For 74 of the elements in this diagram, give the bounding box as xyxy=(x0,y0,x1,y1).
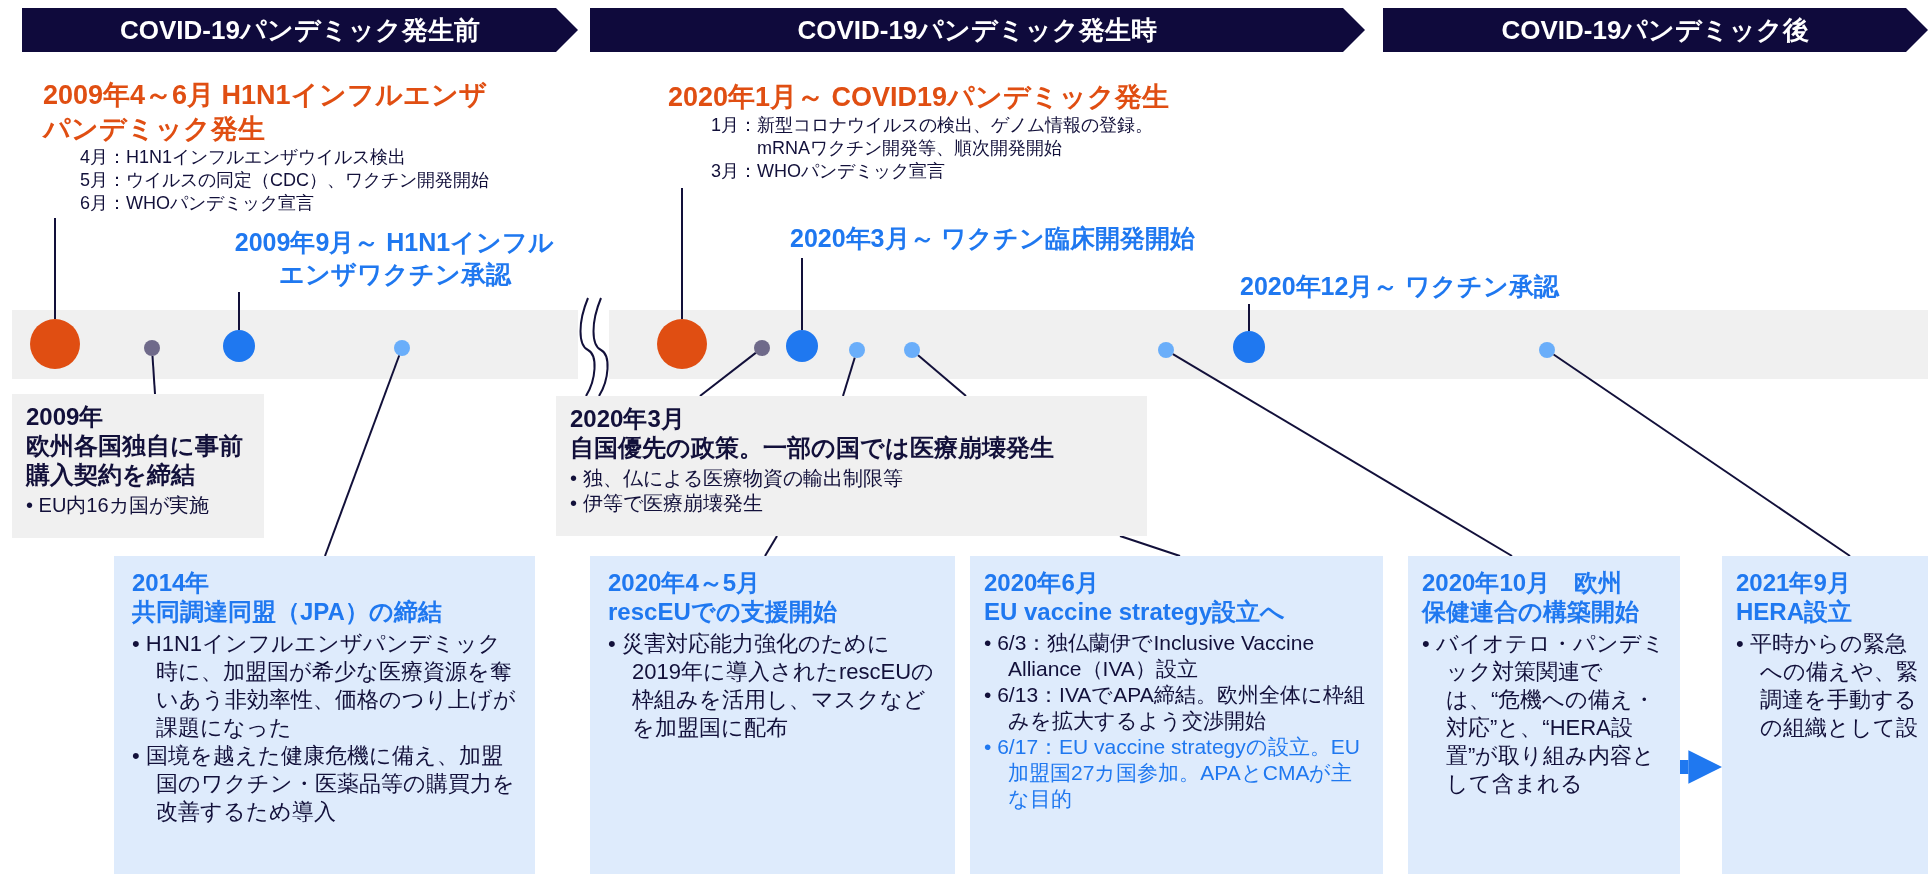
timeline-dot xyxy=(394,340,410,356)
card-heading: HERA設立 xyxy=(1736,597,1853,626)
bullet-item: • 6/17：EU vaccine strategyの設立。EU加盟国27カ国参加。APAとCMAが主な目的 xyxy=(984,734,1361,812)
info-card xyxy=(970,556,1383,874)
timeline-dot xyxy=(1233,331,1265,363)
bullet-item: • 災害対応能力強化のために2019年に導入されたrescEUの枠組みを活用し、マスクなどを加盟国に配布 xyxy=(608,630,936,742)
event-detail: 5月：ウイルスの同定（CDC）、ワクチン開発開始 xyxy=(80,169,490,192)
timeline-bar xyxy=(609,310,1928,379)
leader-line xyxy=(917,354,967,397)
leader-line xyxy=(1119,535,1181,557)
bullet-item: • バイオテロ・パンデミック対策関連では、“危機への備え・対応”と、“HERA設置”が取り組み内容として含まれる xyxy=(1422,630,1666,798)
info-card xyxy=(114,556,535,874)
phase-banner: COVID-19パンデミック発生時 xyxy=(590,8,1365,52)
card-heading: 2014年 xyxy=(132,568,211,597)
leader-line xyxy=(801,257,803,331)
timeline-dot xyxy=(904,342,920,358)
bullet-item: • 6/13：IVAでAPA締結。欧州全体に枠組みを拡大するよう交渉開始 xyxy=(984,682,1366,734)
leader-line xyxy=(764,535,778,557)
bullet-item: • H1N1インフルエンザパンデミック時に、加盟国が希少な医療資源を奪いあう非効率性、価格のつり上げが課題になった xyxy=(132,630,517,742)
leader-line xyxy=(842,356,856,397)
event-detail: 1月：新型コロナウイルスの検出、ゲノム情報の登録。mRNAワクチン開発等、順次開発開始 xyxy=(711,114,1154,160)
bullet-item: • 伊等で医療崩壊発生 xyxy=(570,491,764,516)
phase-banner: COVID-19パンデミック後 xyxy=(1383,8,1928,52)
timeline-dot xyxy=(849,342,865,358)
leader-line xyxy=(681,187,683,320)
card-heading: 2020年6月 xyxy=(984,568,1100,597)
card-heading: 2020年4～5月 xyxy=(608,568,762,597)
leader-line xyxy=(324,354,401,557)
card-heading: 2021年9月 xyxy=(1736,568,1852,597)
bullet-item: • 国境を越えた健康危機に備え、加盟国のワクチン・医薬品等の購買力を改善するため導入 xyxy=(132,742,516,826)
bullet-item: • 独、仏による医療物資の輸出制限等 xyxy=(570,466,904,491)
info-card xyxy=(12,394,264,538)
timeline-dot xyxy=(754,340,770,356)
card-heading: 自国優先の政策。一部の国では医療崩壊発生 xyxy=(570,433,1055,462)
timeline-dot xyxy=(1158,342,1174,358)
event-detail: 3月：WHOパンデミック宣言 xyxy=(711,160,946,183)
card-heading: 欧州各国独自に事前購入契約を締結 xyxy=(26,431,244,489)
card-heading: EU vaccine strategy設立へ xyxy=(984,597,1287,626)
info-card xyxy=(556,396,1147,536)
leader-line xyxy=(54,217,56,320)
event-title: 2020年12月～ ワクチン承認 xyxy=(1240,271,1561,302)
event-title: 2020年1月～ COVID19パンデミック発生 xyxy=(668,81,1171,114)
event-detail: 6月：WHOパンデミック宣言 xyxy=(80,192,315,215)
timeline-dot xyxy=(30,319,80,369)
timeline-dot xyxy=(786,330,818,362)
card-heading: 2020年3月 xyxy=(570,404,686,433)
info-card xyxy=(1408,556,1680,874)
leader-line xyxy=(1552,353,1851,557)
phase-banner: COVID-19パンデミック発生前 xyxy=(22,8,578,52)
leader-line xyxy=(238,291,240,331)
timeline-dot xyxy=(223,330,255,362)
card-heading: 2009年 xyxy=(26,402,105,431)
bullet-item: • 平時からの緊急への備えや、緊調達を手動するの組織として設 xyxy=(1736,630,1919,742)
event-title: 2009年9月～ H1N1インフルエンザワクチン承認 xyxy=(233,227,556,290)
bullet-item: • 6/3：独仏蘭伊でInclusive Vaccine Alliance（IVA）設立 xyxy=(984,630,1316,682)
info-card xyxy=(590,556,955,874)
block-arrow xyxy=(1680,750,1722,784)
info-card xyxy=(1722,556,1928,874)
card-heading: 共同調達同盟（JPA）の締結 xyxy=(132,597,443,626)
leader-line xyxy=(1248,303,1250,332)
event-title: 2020年3月～ ワクチン臨床開発開始 xyxy=(790,223,1197,254)
card-heading: rescEUでの支援開始 xyxy=(608,597,838,626)
card-heading: 保健連合の構築開始 xyxy=(1422,597,1640,626)
timeline-dot xyxy=(657,319,707,369)
event-title: 2009年4～6月 H1N1インフルエンザパンデミック発生 xyxy=(43,79,488,146)
timeline-bar xyxy=(12,310,578,379)
bullet-item: • EU内16カ国が実施 xyxy=(26,493,210,518)
leader-line xyxy=(1171,353,1513,557)
timeline-dot xyxy=(1539,342,1555,358)
timeline-dot xyxy=(144,340,160,356)
leader-line xyxy=(699,351,757,397)
card-heading: 2020年10月 欧州 xyxy=(1422,568,1624,597)
leader-line xyxy=(151,355,156,395)
event-detail: 4月：H1N1インフルエンザウイルス検出 xyxy=(80,146,408,169)
